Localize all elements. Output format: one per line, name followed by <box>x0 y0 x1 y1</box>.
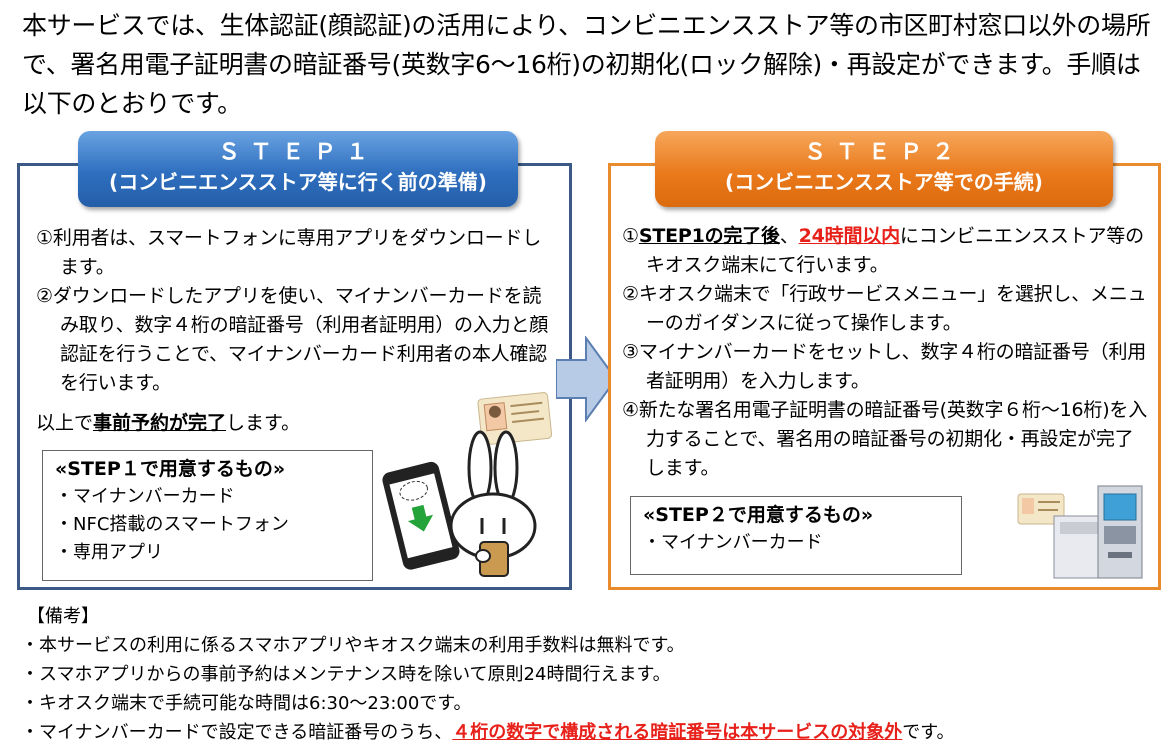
step2-needs-box: «STEP２で用意するもの» マイナンバーカード <box>630 496 962 575</box>
step2-item-1-strong: STEP1の完了後 <box>638 225 780 247</box>
step2-header: ＳＴＥＰ２ (コンビニエンスストア等での手続) <box>655 131 1113 207</box>
step2-item-2: ②キオスク端末で「行政サービスメニュー」を選択し、メニューのガイダンスに従って操… <box>622 283 1147 334</box>
step2-item-1-comma: 、 <box>779 225 799 247</box>
step1-summary-emphasis: 事前予約が完了 <box>93 412 227 434</box>
step1-need-item: NFC搭載のスマートフォン <box>55 511 372 539</box>
step2-title: ＳＴＥＰ２ <box>803 140 964 165</box>
step2-needs-title: «STEP２で用意するもの» <box>643 504 874 526</box>
step1-summary: 以上で事前予約が完了します。 <box>36 409 300 438</box>
smartphone-icon <box>382 461 460 570</box>
step2-item-1-num: ① <box>622 225 639 247</box>
step1-needs-title: «STEP１で用意するもの» <box>55 458 286 480</box>
note-item: 本サービスの利用に係るスマホアプリやキオスク端末の利用手数料は無料です。 <box>27 631 1167 660</box>
right-arrow-icon <box>556 336 618 422</box>
step2-item-1: ①STEP1の完了後、24時間以内にコンビニエンスストア等のキオスク端末にて行い… <box>622 222 1150 280</box>
step1-needs-box: «STEP１で用意するもの» マイナンバーカード NFC搭載のスマートフォン 専… <box>42 450 373 581</box>
kiosk-icon <box>1053 485 1143 579</box>
kiosk-terminal-illustration <box>1017 485 1143 579</box>
note-item: スマホアプリからの事前予約はメンテナンス時を除いて原則24時間行えます。 <box>27 660 1167 689</box>
step1-item-1: ①利用者は、スマートフォンに専用アプリをダウンロードします。 <box>36 227 542 278</box>
note-last-prefix: マイナンバーカードで設定できる暗証番号のうち、 <box>39 722 453 743</box>
note-last-suffix: です。 <box>902 722 955 743</box>
smartphone-mascot-illustration <box>382 392 553 577</box>
step1-summary-prefix: 以上で <box>36 412 94 434</box>
step1-summary-suffix: します。 <box>226 412 301 434</box>
rabbit-mascot-icon <box>449 430 537 577</box>
step2-instructions: ①STEP1の完了後、24時間以内にコンビニエンスストア等のキオスク端末にて行い… <box>622 222 1150 483</box>
step2-item-3: ③マイナンバーカードをセットし、数字４桁の暗証番号（利用者証明用）を入力します。 <box>622 341 1147 392</box>
step1-subtitle: (コンビニエンスストア等に行く前の準備) <box>109 170 487 194</box>
note-item-last: マイナンバーカードで設定できる暗証番号のうち、４桁の数字で構成される暗証番号は本… <box>27 718 1167 747</box>
note-item: キオスク端末で手続可能な時間は6:30～23:00です。 <box>27 689 1167 718</box>
step1-item-2: ②ダウンロードしたアプリを使い、マイナンバーカードを読み取り、数字４桁の暗証番号… <box>36 285 549 394</box>
step1-instructions: ①利用者は、スマートフォンに専用アプリをダウンロードします。 ②ダウンロードした… <box>36 224 556 398</box>
step1-header: ＳＴＥＰ１ (コンビニエンスストア等に行く前の準備) <box>78 131 518 207</box>
notes-heading: 【備考】 <box>27 606 99 627</box>
note-last-red: ４桁の数字で構成される暗証番号は本サービスの対象外 <box>452 722 903 743</box>
intro-text: 本サービスでは、生体認証(顔認証)の活用により、コンビニエンスストア等の市区町村… <box>22 11 1151 118</box>
step2-need-item: マイナンバーカード <box>643 529 961 557</box>
mynumber-card-icon <box>1017 493 1065 525</box>
step2-item-1-rest: にコンビニエンスストア等のキオスク端末にて行います。 <box>646 225 1144 276</box>
mynumber-card-icon <box>477 392 553 446</box>
step2-item-4: ④新たな署名用電子証明書の暗証番号(英数字６桁～16桁)を入力することで、署名用… <box>622 399 1148 479</box>
step2-item-1-red: 24時間以内 <box>798 225 900 247</box>
step1-title: ＳＴＥＰ１ <box>217 140 378 165</box>
step2-subtitle: (コンビニエンスストア等での手続) <box>725 170 1043 194</box>
step1-need-item: マイナンバーカード <box>55 483 372 511</box>
step1-need-item: 専用アプリ <box>55 539 372 567</box>
notes-section: 【備考】 本サービスの利用に係るスマホアプリやキオスク端末の利用手数料は無料です… <box>27 602 1167 747</box>
